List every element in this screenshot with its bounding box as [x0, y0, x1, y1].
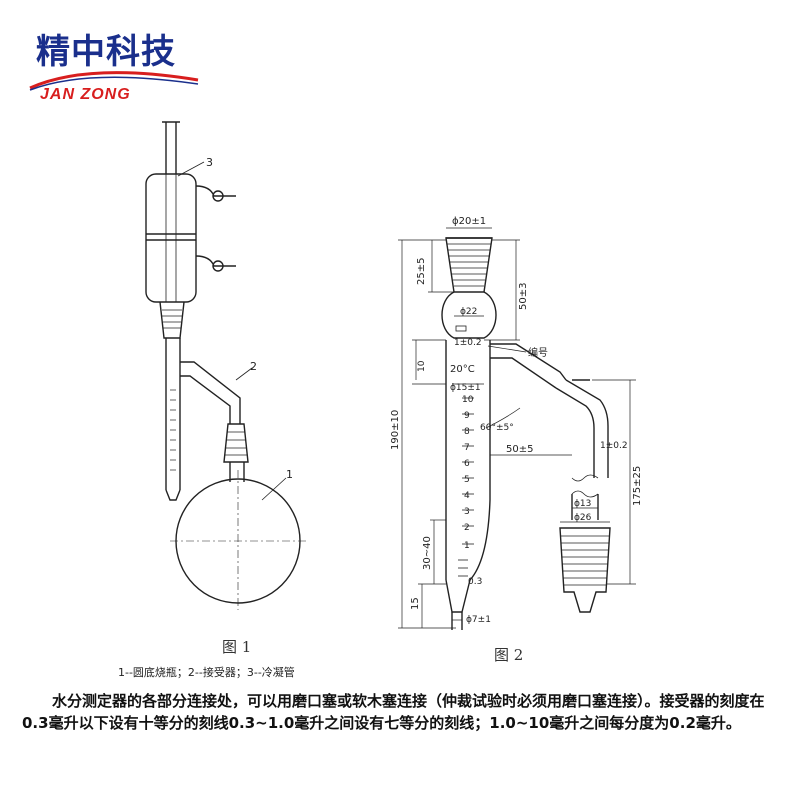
scale-number: 4: [464, 491, 470, 501]
figure-1-legend: 1--圆底烧瓶；2--接受器；3--冷凝管: [118, 666, 295, 679]
logo-english-name: JAN ZONG: [40, 86, 131, 103]
company-logo: 精中科技 JAN ZONG: [28, 18, 203, 103]
dim-lower-length: 30~40: [422, 536, 433, 570]
dim-tip-diameter: ϕ7±1: [466, 615, 491, 625]
dim-overall-length: 190±10: [390, 410, 401, 450]
scale-mark-0-3: 0.3: [468, 577, 482, 587]
dim-wall: 1±0.2: [454, 338, 482, 348]
scale-number: 7: [464, 443, 470, 453]
dim-side-diameter: ϕ13: [574, 499, 591, 509]
scale-number: 5: [464, 475, 470, 485]
dim-gap: 10: [417, 360, 427, 372]
figure-2-title: 图 2: [494, 646, 524, 664]
label-temperature: 20°C: [450, 364, 475, 375]
logo-swoosh-icon: [29, 71, 199, 91]
dim-cone-diameter: ϕ26: [574, 513, 592, 523]
description-paragraph: 水分测定器的各部分连接处，可以用磨口塞或软木塞连接（仲裁试验时必须用磨口塞连接）…: [22, 690, 782, 734]
dim-arm-angle: 60°±5°: [480, 423, 514, 433]
scale-number: 2: [464, 523, 470, 533]
scale-number: 1: [464, 541, 470, 551]
dim-arm-length: 50±5: [506, 444, 533, 455]
description-text: 水分测定器的各部分连接处，可以用磨口塞或软木塞连接（仲裁试验时必须用磨口塞连接）…: [22, 692, 765, 732]
scale-number: 9: [464, 411, 470, 421]
dim-neck-length: 50±3: [518, 283, 529, 310]
scale-number: 6: [464, 459, 470, 469]
callout-2: 2: [250, 360, 257, 373]
logo-chinese-name: 精中科技: [36, 32, 176, 72]
scale-number: 8: [464, 427, 470, 437]
figure-1-title: 图 1: [222, 638, 252, 656]
dim-side-length: 175±25: [632, 466, 643, 506]
callout-3: 3: [206, 156, 213, 169]
dim-bulb-diameter: ϕ22: [460, 307, 477, 317]
scale-number: 10: [462, 395, 474, 405]
dim-tube-diameter: ϕ15±1: [450, 383, 481, 393]
scale-number: 3: [464, 507, 470, 517]
dim-top-diameter: ϕ20±1: [452, 216, 486, 227]
dim-tip-length: 15: [410, 597, 421, 610]
label-serial: 编号: [528, 346, 548, 359]
dim-side-wall: 1±0.2: [600, 441, 628, 451]
dim-joint-length: 25±5: [416, 258, 427, 285]
callout-1: 1: [286, 468, 293, 481]
